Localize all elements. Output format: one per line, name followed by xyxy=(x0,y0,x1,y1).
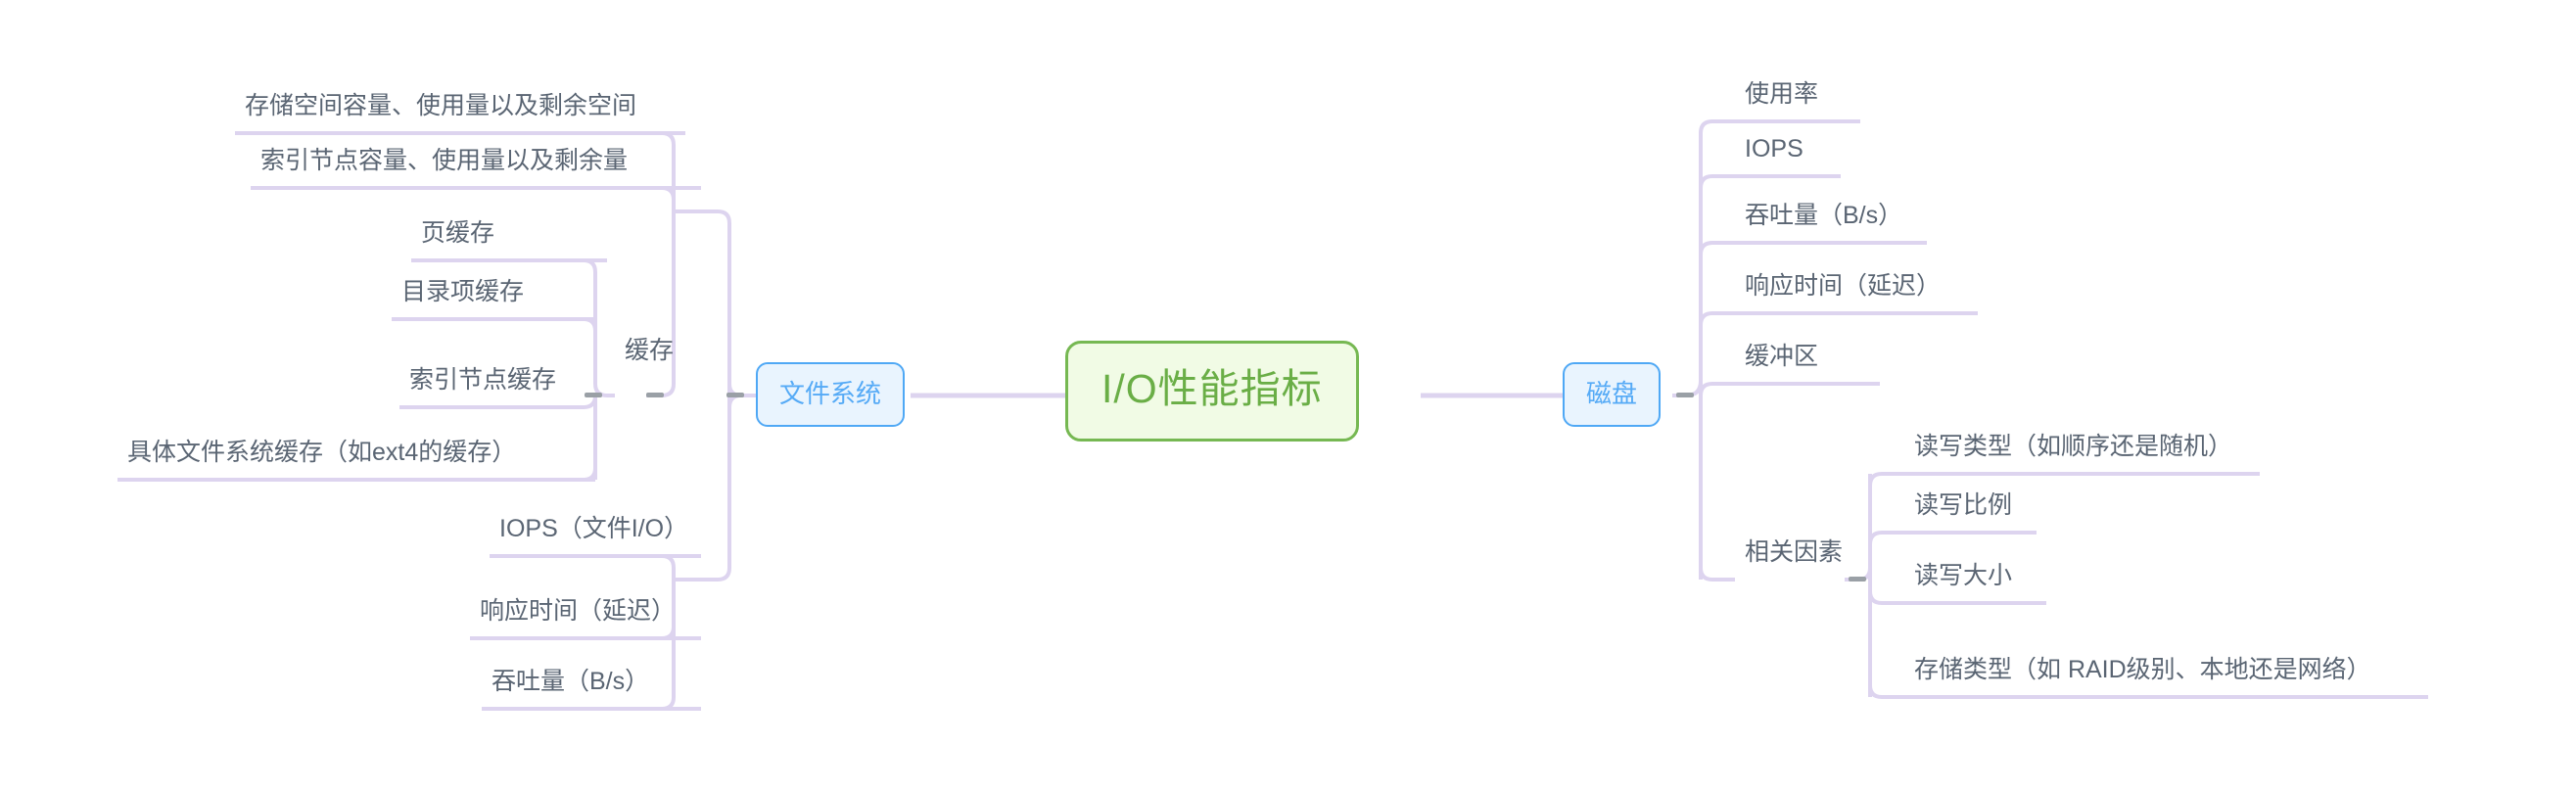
branch-node-filesystem[interactable]: 文件系统 xyxy=(756,362,906,427)
leaf-node-response-time-fs-label: 响应时间（延迟） xyxy=(480,597,677,625)
leaf-node-buffer-label: 缓冲区 xyxy=(1745,343,1819,370)
subbranch-node-related-factors[interactable]: 相关因素 xyxy=(1735,535,1852,577)
leaf-node-dentry-cache[interactable]: 目录项缓存 xyxy=(392,274,534,316)
collapse-toggle-filesystem[interactable] xyxy=(726,393,744,397)
leaf-node-throughput-fs[interactable]: 吞吐量（B/s） xyxy=(482,664,659,706)
leaf-node-storage-type[interactable]: 存储类型（如 RAID级别、本地还是网络） xyxy=(1904,652,2381,694)
leaf-node-concrete-filesystem-cache[interactable]: 具体文件系统缓存（如ext4的缓存） xyxy=(117,435,526,477)
leaf-node-response-time-disk-label: 响应时间（延迟） xyxy=(1745,272,1942,300)
leaf-node-rw-ratio-label: 读写比例 xyxy=(1914,491,2013,519)
leaf-node-utilization[interactable]: 使用率 xyxy=(1735,76,1828,118)
leaf-node-inode-cache[interactable]: 索引节点缓存 xyxy=(399,362,566,404)
leaf-node-storage-capacity[interactable]: 存储空间容量、使用量以及剩余空间 xyxy=(235,88,646,130)
subbranch-node-related-factors-label: 相关因素 xyxy=(1745,538,1844,566)
leaf-node-page-cache-label: 页缓存 xyxy=(421,219,495,247)
leaf-node-throughput-fs-label: 吞吐量（B/s） xyxy=(492,668,650,695)
leaf-node-inode-cache-label: 索引节点缓存 xyxy=(409,366,557,394)
leaf-node-buffer[interactable]: 缓冲区 xyxy=(1735,339,1828,381)
collapse-toggle-cache-right[interactable] xyxy=(646,393,664,397)
leaf-node-iops-file[interactable]: IOPS（文件I/O） xyxy=(490,511,698,553)
collapse-toggle-disk[interactable] xyxy=(1676,393,1694,397)
subbranch-node-cache-label: 缓存 xyxy=(625,337,675,364)
leaf-node-response-time-disk[interactable]: 响应时间（延迟） xyxy=(1735,268,1950,310)
leaf-node-page-cache[interactable]: 页缓存 xyxy=(411,215,504,257)
leaf-node-rw-size-label: 读写大小 xyxy=(1914,562,2013,589)
leaf-node-dentry-cache-label: 目录项缓存 xyxy=(401,278,525,305)
leaf-node-storage-capacity-label: 存储空间容量、使用量以及剩余空间 xyxy=(245,92,637,119)
leaf-node-rw-type-label: 读写类型（如顺序还是随机） xyxy=(1914,433,2233,460)
leaf-node-response-time-fs[interactable]: 响应时间（延迟） xyxy=(470,593,685,635)
leaf-node-rw-ratio[interactable]: 读写比例 xyxy=(1904,488,2022,530)
leaf-node-storage-type-label: 存储类型（如 RAID级别、本地还是网络） xyxy=(1914,656,2371,683)
leaf-node-rw-size[interactable]: 读写大小 xyxy=(1904,558,2022,600)
collapse-toggle-cache-left[interactable] xyxy=(585,393,602,397)
leaf-node-iops-disk-label: IOPS xyxy=(1745,135,1803,163)
leaf-node-inode-capacity-label: 索引节点容量、使用量以及剩余量 xyxy=(260,147,629,174)
branch-node-disk[interactable]: 磁盘 xyxy=(1563,362,1662,427)
leaf-node-utilization-label: 使用率 xyxy=(1745,80,1819,108)
leaf-node-iops-disk[interactable]: IOPS xyxy=(1735,131,1813,173)
root-node-io-performance-metrics[interactable]: I/O性能指标 xyxy=(1065,341,1359,442)
branch-node-filesystem-label: 文件系统 xyxy=(779,379,882,408)
collapse-toggle-related-factors[interactable] xyxy=(1849,577,1866,582)
subbranch-node-cache[interactable]: 缓存 xyxy=(615,333,683,375)
leaf-node-throughput-disk-label: 吞吐量（B/s） xyxy=(1745,202,1903,229)
root-node-label: I/O性能指标 xyxy=(1101,366,1323,411)
leaf-node-inode-capacity[interactable]: 索引节点容量、使用量以及剩余量 xyxy=(251,143,637,185)
branch-node-disk-label: 磁盘 xyxy=(1586,379,1638,408)
leaf-node-concrete-filesystem-cache-label: 具体文件系统缓存（如ext4的缓存） xyxy=(127,439,517,466)
leaf-node-iops-file-label: IOPS（文件I/O） xyxy=(499,515,689,542)
leaf-node-rw-type[interactable]: 读写类型（如顺序还是随机） xyxy=(1904,429,2242,471)
leaf-node-throughput-disk[interactable]: 吞吐量（B/s） xyxy=(1735,198,1912,240)
